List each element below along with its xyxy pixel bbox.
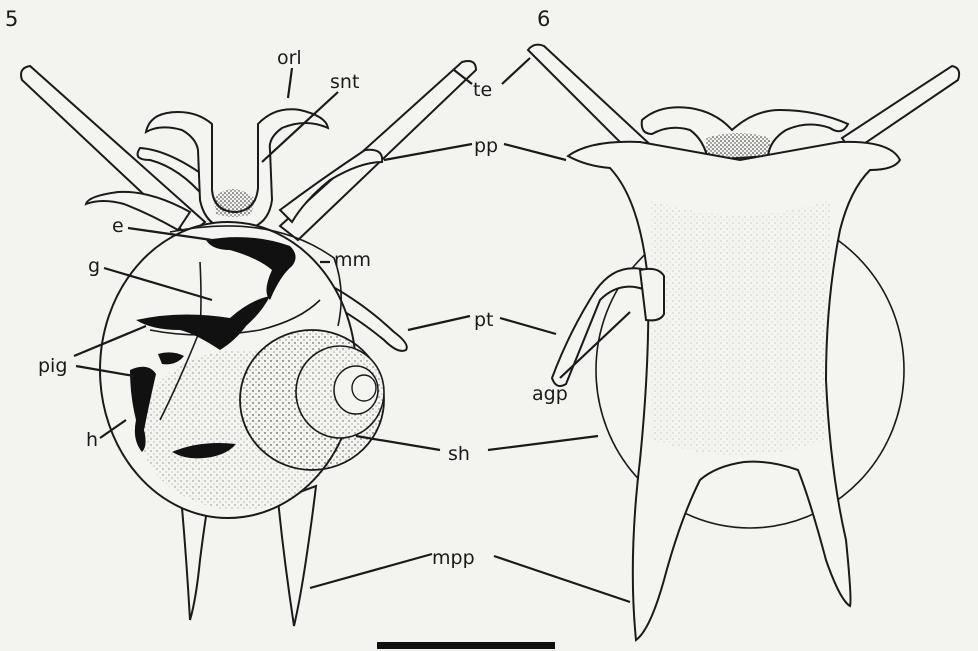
leader-mpp-right (494, 556, 630, 602)
label-e: e (112, 215, 124, 237)
process-right (278, 486, 316, 626)
leader-sh-right (488, 436, 598, 450)
leader-pt-right (500, 318, 556, 334)
leader-pt-left (408, 316, 470, 330)
label-orl: orl (277, 47, 302, 69)
leader-orl (288, 68, 292, 98)
leader-pp-right (504, 144, 566, 160)
label-pp: pp (474, 135, 498, 157)
scale-bar (377, 642, 555, 649)
label-mm: mm (334, 249, 371, 271)
label-h: h (86, 429, 98, 451)
label-mpp: mpp (432, 547, 475, 569)
leader-mpp-left (310, 554, 432, 588)
label-te: te (473, 79, 492, 101)
shell-apex (352, 375, 376, 401)
tentacle-6-right (842, 66, 959, 152)
figure-5-drawing (21, 61, 476, 626)
label-pig: pig (38, 355, 67, 377)
figure-number-5: 5 (5, 7, 18, 31)
label-agp: agp (532, 383, 568, 405)
label-sh: sh (448, 443, 470, 465)
figure-6-drawing (528, 45, 959, 640)
leader-te-right (502, 58, 530, 84)
snout-dark-tip (214, 189, 254, 217)
label-pt: pt (474, 309, 494, 331)
label-snt: snt (330, 71, 359, 93)
foot-6-stipple (650, 200, 830, 455)
label-g: g (88, 255, 100, 277)
figure-number-6: 6 (537, 7, 550, 31)
shell-5 (240, 330, 384, 470)
